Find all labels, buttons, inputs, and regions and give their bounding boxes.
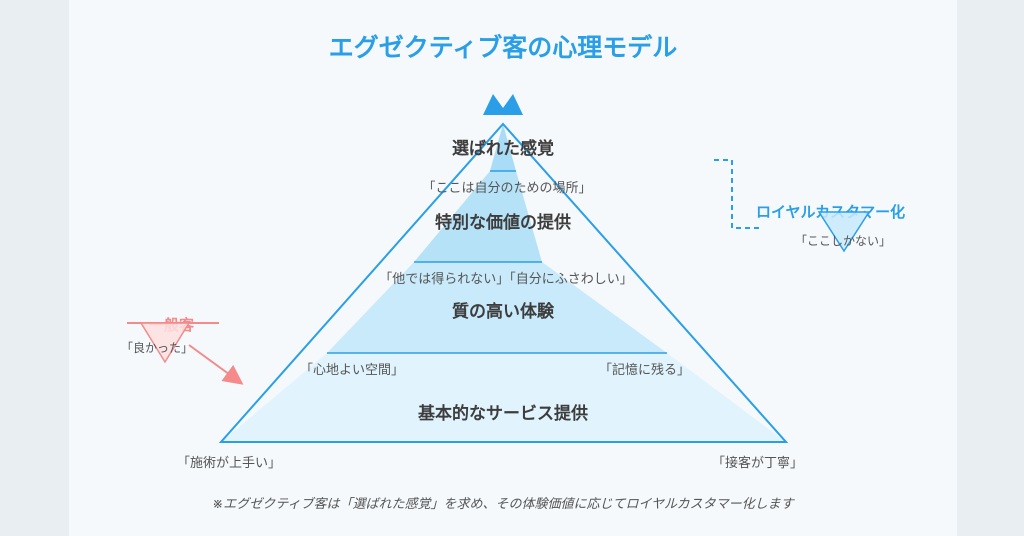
level-2-quote: 「ここは自分のための場所」 bbox=[422, 181, 591, 196]
crown-icon bbox=[483, 94, 523, 115]
diagram-title: エグゼクティブ客の心理モデル bbox=[329, 33, 678, 62]
diagram-canvas: エグゼクティブ客の心理モデル 選ばれた感覚 「ここは自分のための場所」 特別な価… bbox=[69, 0, 957, 536]
level-4-quote-left: 「心地よい空間」 bbox=[300, 363, 404, 378]
level-4-label: 基本的なサービス提供 bbox=[417, 403, 588, 424]
level-2-label: 特別な価値の提供 bbox=[435, 212, 571, 233]
pyramid-layer-top bbox=[490, 124, 516, 171]
pyramid-layer-base bbox=[221, 353, 786, 442]
level-1-label: 選ばれた感覚 bbox=[452, 138, 554, 159]
base-quote-right: 「接客が丁寧」 bbox=[712, 455, 803, 471]
level-3-quote: 「他では得られない」「自分にふさわしい」 bbox=[379, 271, 633, 287]
level-3-label: 質の高い体験 bbox=[452, 301, 555, 322]
psychology-pyramid-diagram: エグゼクティブ客の心理モデル 選ばれた感覚 「ここは自分のための場所」 特別な価… bbox=[121, 33, 905, 512]
pyramid-outline bbox=[218, 122, 789, 443]
arrow-icon bbox=[188, 344, 244, 385]
base-quote-left: 「施術が上手い」 bbox=[177, 456, 281, 471]
royal-connector-line bbox=[714, 159, 759, 229]
funnel-icon bbox=[817, 211, 871, 253]
footnote-text: ※エグゼクティブ客は「選ばれた感覚」を求め、その体験価値に応じてロイヤルカスタマ… bbox=[212, 496, 795, 512]
pyramid-layer-second bbox=[414, 171, 542, 262]
new-customer-quote: 「良かった」 bbox=[121, 340, 193, 355]
funnel-icon bbox=[139, 322, 191, 364]
level-4-quote-right: 「記憶に残る」 bbox=[599, 362, 690, 378]
pyramid-layer-third bbox=[327, 262, 667, 353]
royal-customer-quote: 「ここしかない」 bbox=[795, 234, 891, 248]
